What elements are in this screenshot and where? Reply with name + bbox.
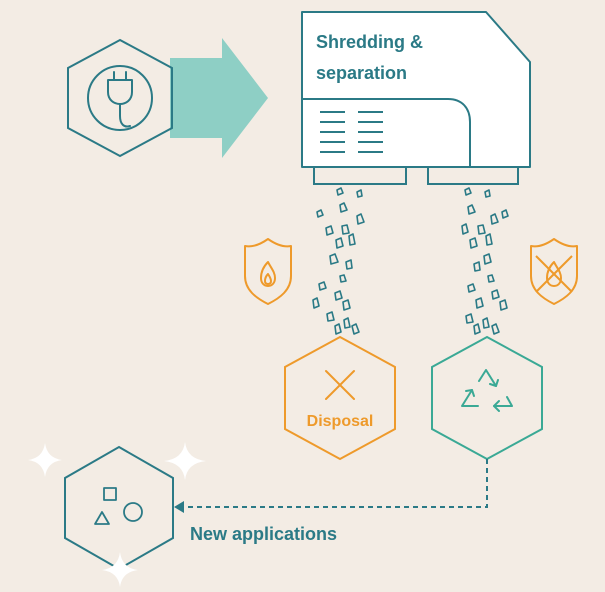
particles-left <box>312 187 365 335</box>
flow-arrow <box>170 38 268 158</box>
recycle-icon <box>461 369 513 412</box>
shredding-machine: Shredding & separation <box>301 11 531 185</box>
disposal-label: Disposal <box>307 413 374 430</box>
reuse-connector <box>174 459 488 513</box>
particles-right <box>461 187 509 335</box>
flammable-shield-icon <box>244 238 292 305</box>
machine-title-line1: Shredding & <box>316 32 423 52</box>
machine-vent <box>320 111 383 153</box>
right-outlet <box>427 166 519 185</box>
disposal-hexagon: Disposal <box>284 335 396 461</box>
power-plug-icon <box>87 65 153 131</box>
cross-icon <box>325 370 355 400</box>
recycle-hexagon <box>431 335 543 461</box>
input-hexagon <box>67 38 173 158</box>
non-flammable-shield-icon <box>530 238 578 305</box>
sparkle-icon <box>28 442 206 587</box>
shapes-icon <box>94 487 143 525</box>
new-applications-label: New applications <box>190 524 337 544</box>
machine-title-line2: separation <box>316 63 407 83</box>
new-applications-hexagon <box>64 445 174 571</box>
left-outlet <box>313 166 407 185</box>
